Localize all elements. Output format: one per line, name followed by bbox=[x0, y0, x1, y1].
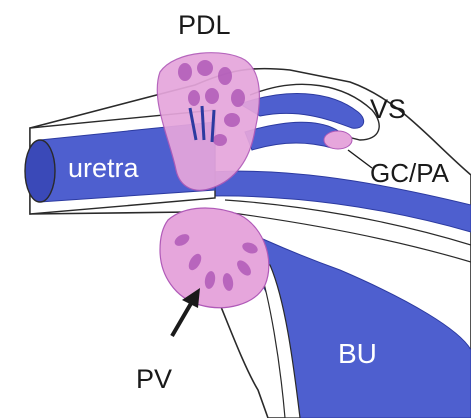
label-pdl: PDL bbox=[178, 12, 231, 39]
pdl-lobule bbox=[188, 90, 200, 106]
label-pv: PV bbox=[136, 366, 172, 393]
pv-arrow-shaft bbox=[172, 300, 193, 336]
label-bu: BU bbox=[338, 340, 377, 368]
pdl-lobule bbox=[178, 63, 192, 81]
label-vs: VS bbox=[370, 96, 406, 123]
uretra-opening bbox=[25, 140, 55, 202]
pdl-lobule bbox=[205, 88, 219, 104]
label-uretra: uretra bbox=[68, 155, 139, 182]
pdl-duct bbox=[212, 110, 214, 142]
pdl-lobule bbox=[197, 60, 213, 76]
pdl-lobule bbox=[213, 134, 227, 146]
pdl-lobule bbox=[231, 89, 245, 107]
pdl-duct bbox=[202, 106, 204, 140]
pdl-lobule bbox=[218, 67, 232, 85]
label-gc-pa: GC/PA bbox=[370, 160, 449, 186]
pdl-lobule bbox=[224, 113, 240, 127]
gc-pa-tip bbox=[324, 131, 352, 149]
